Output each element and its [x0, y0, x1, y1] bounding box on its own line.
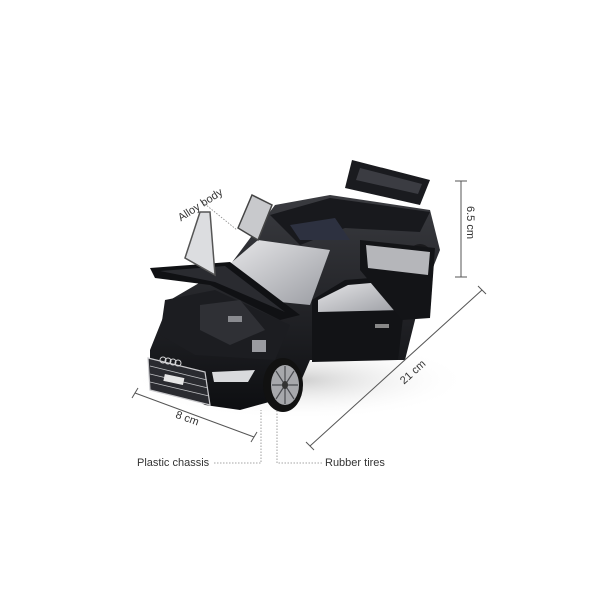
plastic-chassis-label: Plastic chassis: [137, 457, 210, 469]
trunk-lid: [345, 160, 430, 205]
rear-left-door: [237, 193, 273, 242]
headlight: [212, 370, 255, 382]
front-wheel: [263, 358, 303, 412]
dimension-lines: [131, 180, 487, 451]
front-grille: [147, 356, 211, 406]
height-dimension-label: 6.5 cm: [464, 206, 476, 240]
callout-lines: [199, 199, 322, 464]
engine-bay: [160, 290, 290, 360]
rubber-tires-label: Rubber tires: [325, 457, 385, 469]
open-hood: [150, 262, 300, 320]
front-left-door: [184, 211, 216, 277]
rear-right-door: [360, 240, 435, 320]
